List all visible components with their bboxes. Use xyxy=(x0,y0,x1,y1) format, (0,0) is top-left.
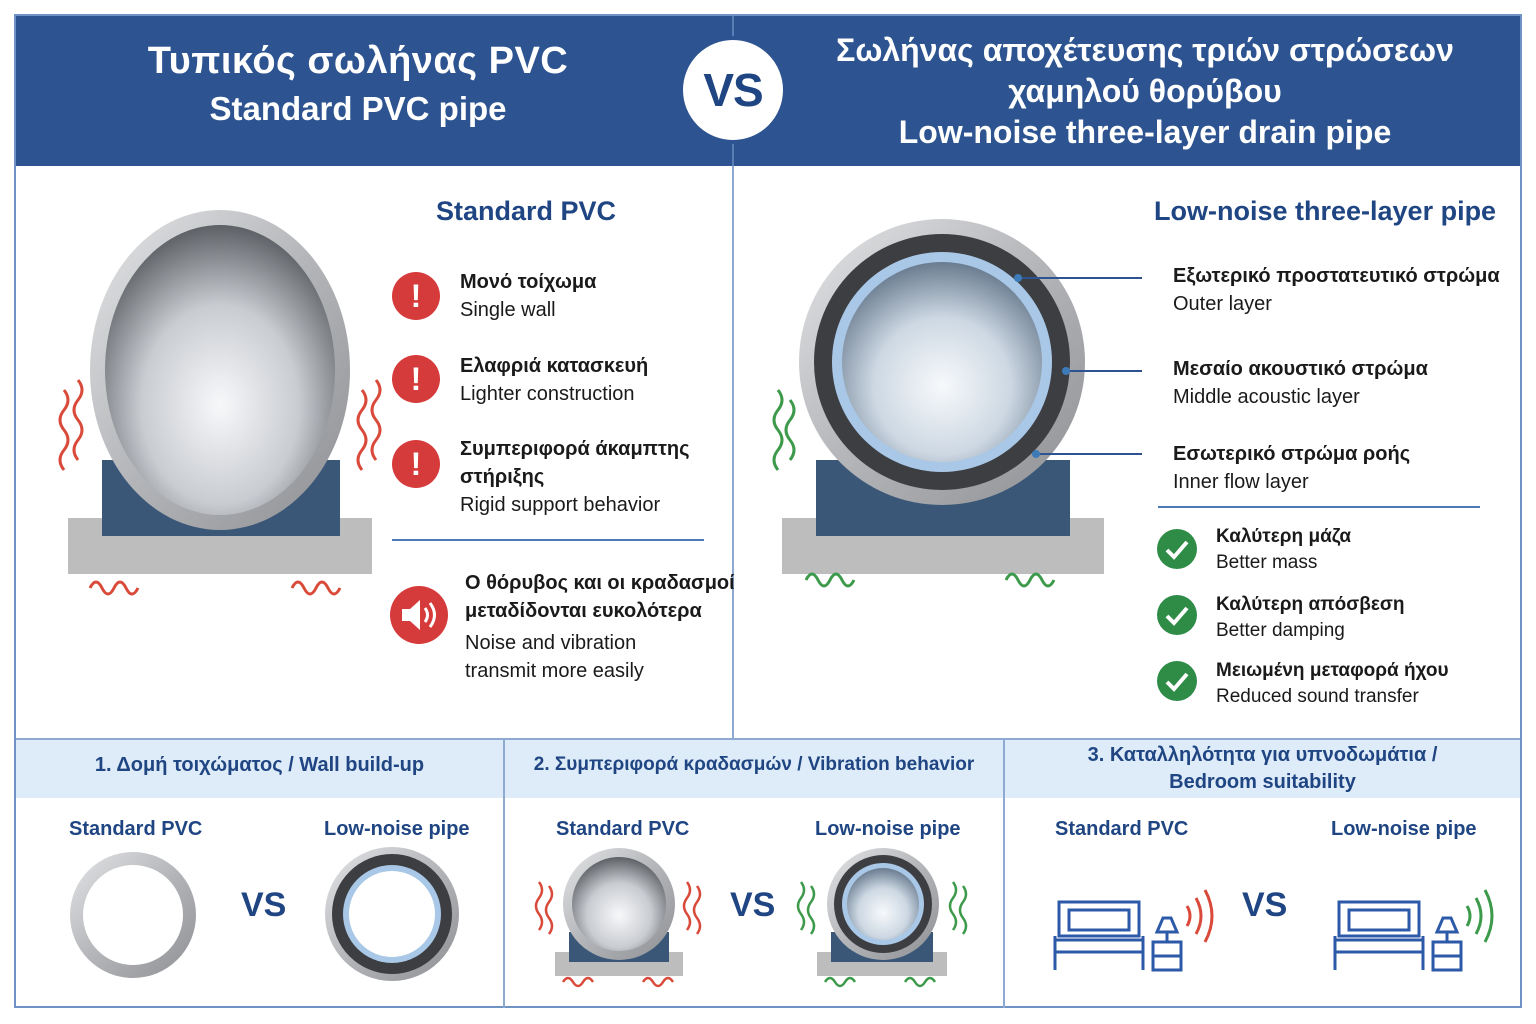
bottom-section-3-title-2: Bedroom suitability xyxy=(1169,771,1356,793)
feature-greek: Ελαφριά κατασκευή xyxy=(460,355,649,377)
benefit-english: Reduced sound transfer xyxy=(1216,686,1419,707)
section-1-left-label: Standard PVC xyxy=(69,818,203,840)
three-layer-vibration-mini xyxy=(796,848,968,988)
section-2-left-label: Standard PVC xyxy=(556,818,690,840)
header-right: Σωλήνας αποχέτευσης τριών στρώσεων χαμηλ… xyxy=(770,30,1520,153)
bedroom-quiet-icon xyxy=(1333,889,1494,972)
layer-greek: Μεσαίο ακουστικό στρώμα xyxy=(1173,358,1428,380)
bottom-section-3-title-1: 3. Καταλληλότητα για υπνοδωμάτια / xyxy=(1087,744,1438,766)
layer-greek: Εξωτερικό προστατευτικό στρώμα xyxy=(1173,265,1500,287)
benefit-better-mass: Καλύτερη μάζα Better mass xyxy=(1216,524,1351,576)
right-panel-title: Low-noise three-layer pipe xyxy=(1154,196,1497,226)
layer-label-middle: Μεσαίο ακουστικό στρώμα Middle acoustic … xyxy=(1173,355,1428,411)
bottom-section-3-title: 3. Καταλληλότητα για υπνοδωμάτια / Bedro… xyxy=(1005,742,1520,796)
noise-english-1: Noise and vibration xyxy=(465,632,637,654)
bottom-divider-2 xyxy=(1003,738,1005,1008)
layer-greek: Εσωτερικό στρώμα ροής xyxy=(1173,443,1411,465)
header-right-greek-1: Σωλήνας αποχέτευσης τριών στρώσεων xyxy=(836,32,1454,68)
check-icon xyxy=(1157,595,1197,635)
warning-icon: ! xyxy=(392,355,440,403)
standard-wall-crosssection xyxy=(70,852,196,978)
header-left-greek: Τυπικός σωλήνας PVC xyxy=(147,40,569,82)
feature-greek: Συμπεριφορά άκαμπτης xyxy=(460,438,690,460)
benefit-english: Better damping xyxy=(1216,620,1345,641)
bedroom-loud-icon xyxy=(1053,889,1214,972)
benefit-reduced-sound-transfer: Μειωμένη μεταφορά ήχου Reduced sound tra… xyxy=(1216,658,1449,710)
check-icon xyxy=(1157,661,1197,701)
noise-greek-2: μεταδίδονται ευκολότερα xyxy=(465,600,702,622)
warning-icon: ! xyxy=(392,272,440,320)
vs-badge: VS xyxy=(679,36,787,144)
standard-pipe-illustration xyxy=(58,210,382,596)
speaker-icon xyxy=(390,586,448,644)
feature-rigid-support: Συμπεριφορά άκαμπτης στήριξης Rigid supp… xyxy=(460,435,690,519)
feature-greek: Μονό τοίχωμα xyxy=(460,271,597,293)
benefit-greek: Μειωμένη μεταφορά ήχου xyxy=(1216,660,1449,681)
section-2-vs: VS xyxy=(730,886,776,924)
header-left: Τυπικός σωλήνας PVC Standard PVC pipe xyxy=(16,38,700,134)
feature-greek-2: στήριξης xyxy=(460,466,545,488)
noise-english-2: transmit more easily xyxy=(465,660,644,682)
noise-greek-1: Ο θόρυβος και οι κραδασμοί xyxy=(465,572,735,594)
layer-leader-lines xyxy=(1018,277,1142,455)
three-layer-wall-crosssection xyxy=(325,847,459,981)
section-3-right-label: Low-noise pipe xyxy=(1331,818,1477,840)
layer-english: Inner flow layer xyxy=(1173,471,1309,493)
bottom-section-2-title: 2. Συμπεριφορά κραδασμών / Vibration beh… xyxy=(533,754,975,775)
left-panel-title: Standard PVC xyxy=(436,196,617,226)
layer-label-inner: Εσωτερικό στρώμα ροής Inner flow layer xyxy=(1173,440,1410,496)
layer-english: Middle acoustic layer xyxy=(1173,386,1360,408)
section-3-left-label: Standard PVC xyxy=(1055,818,1189,840)
feature-english: Lighter construction xyxy=(460,383,635,405)
bottom-section-1-title: 1. Δομή τοιχώματος / Wall build-up xyxy=(94,754,425,776)
section-1-right-label: Low-noise pipe xyxy=(324,818,470,840)
section-2-right-label: Low-noise pipe xyxy=(815,818,961,840)
warning-icon: ! xyxy=(392,440,440,488)
layer-label-outer: Εξωτερικό προστατευτικό στρώμα Outer lay… xyxy=(1173,262,1500,318)
three-layer-pipe-illustration xyxy=(772,219,1142,588)
feature-english: Rigid support behavior xyxy=(460,494,661,516)
feature-english: Single wall xyxy=(460,299,556,321)
noise-transmission-text: Ο θόρυβος και οι κραδασμοί μεταδίδονται … xyxy=(465,569,735,685)
layer-english: Outer layer xyxy=(1173,293,1272,315)
header-right-greek-2: χαμηλού θορύβου xyxy=(1008,73,1282,109)
header-right-english: Low-noise three-layer drain pipe xyxy=(898,114,1392,150)
right-panel-rule xyxy=(1158,506,1480,508)
pipe-bore xyxy=(842,262,1042,462)
bottom-title-band xyxy=(16,738,1520,798)
benefit-english: Better mass xyxy=(1216,552,1318,573)
bottom-divider-1 xyxy=(503,738,505,1008)
vibration-waves-red xyxy=(58,379,382,596)
pipe-bore xyxy=(105,225,335,515)
benefit-greek: Καλύτερη απόσβεση xyxy=(1216,594,1405,615)
feature-lighter-construction: Ελαφριά κατασκευή Lighter construction xyxy=(460,352,648,408)
standard-vibration-mini xyxy=(534,848,702,988)
panel-divider xyxy=(732,166,734,738)
benefit-better-damping: Καλύτερη απόσβεση Better damping xyxy=(1216,592,1405,644)
left-panel-rule xyxy=(392,539,704,541)
header-left-english: Standard PVC pipe xyxy=(209,90,507,127)
section-1-vs: VS xyxy=(241,886,287,924)
section-3-vs: VS xyxy=(1242,886,1288,924)
check-icon xyxy=(1157,529,1197,569)
benefit-greek: Καλύτερη μάζα xyxy=(1216,526,1352,547)
feature-single-wall: Μονό τοίχωμα Single wall xyxy=(460,268,596,324)
vibration-waves-green xyxy=(772,389,1056,588)
